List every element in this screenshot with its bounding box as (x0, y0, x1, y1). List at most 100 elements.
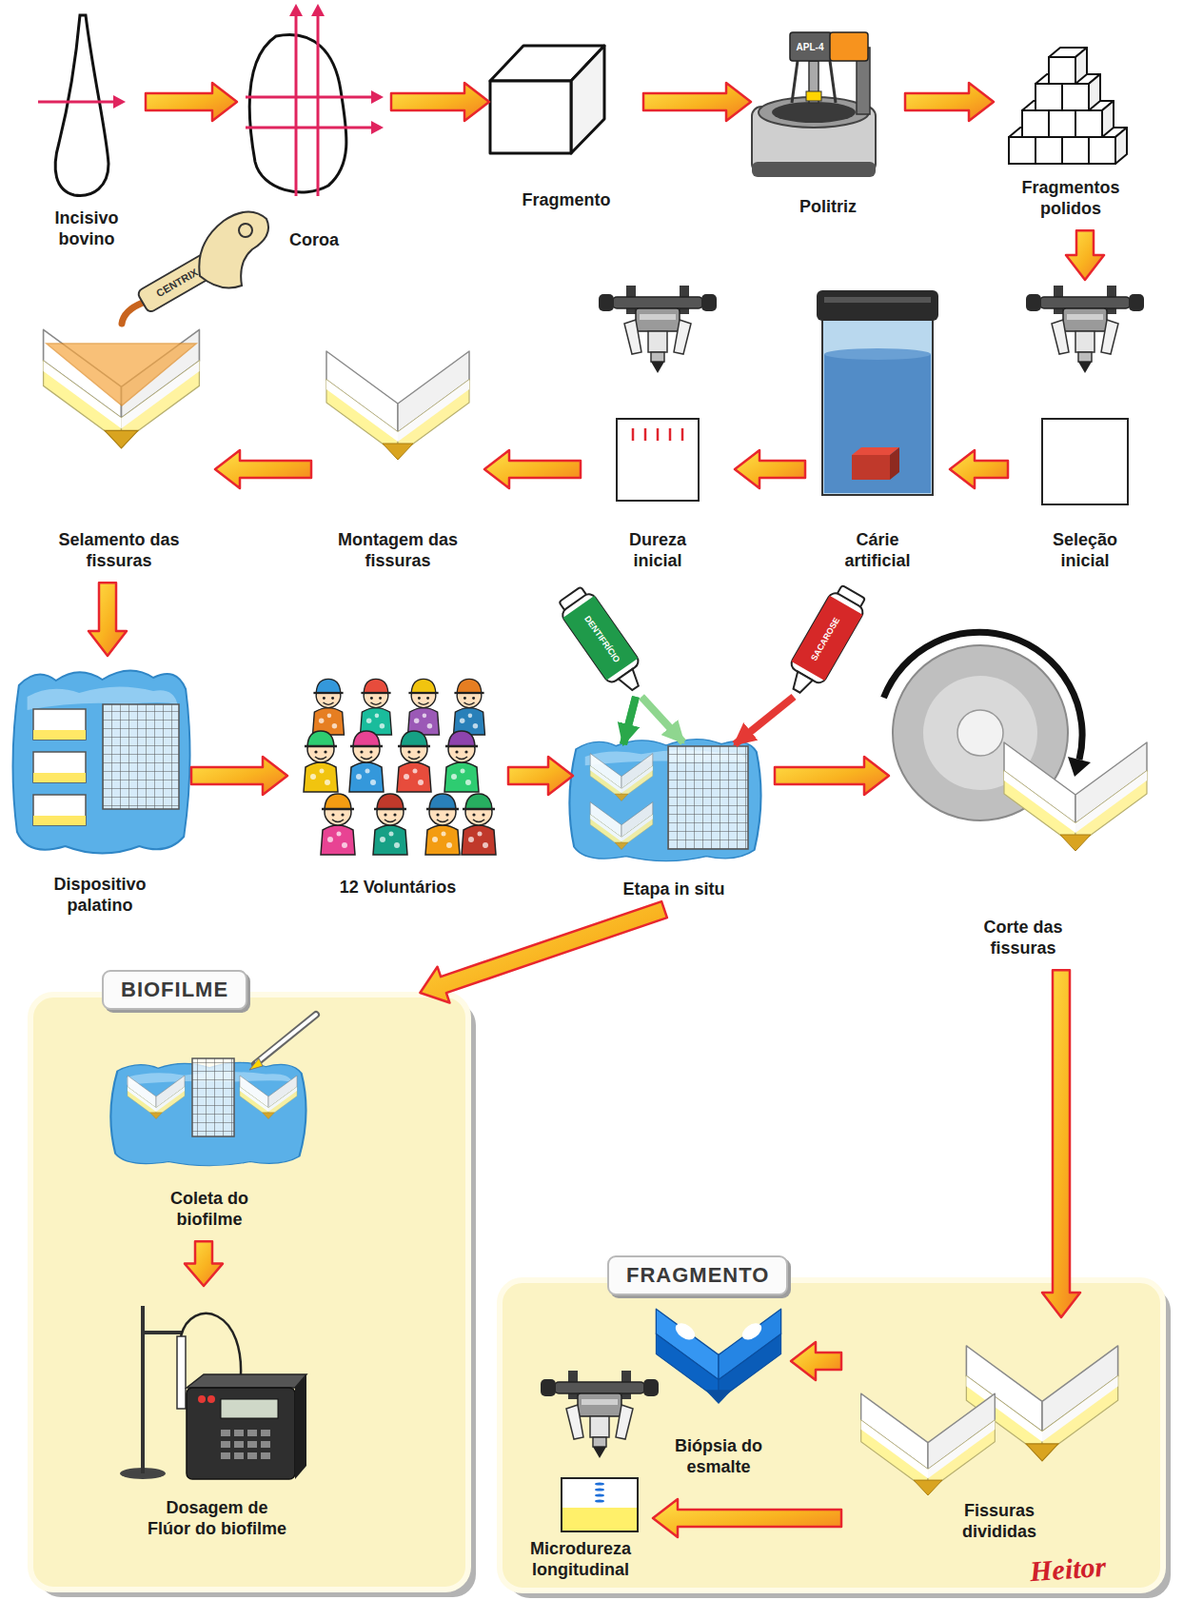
demineralizing-jar (889, 447, 900, 480)
fluoride-meter (220, 1429, 231, 1437)
in-situ-drawing (563, 595, 639, 680)
microscope-hardness (656, 428, 660, 441)
tooth-drawing (113, 95, 126, 109)
process-step: Corte das fissuras (894, 647, 1152, 965)
step-caption: Montagem das fissuras (324, 528, 472, 577)
fissure-sealing (43, 329, 200, 449)
in-situ-drawing (553, 582, 870, 862)
fluoride-meter (260, 1440, 271, 1448)
cutting-disc (884, 631, 1148, 851)
polisher-machine (806, 91, 822, 101)
microscope-longitudinal (540, 1370, 659, 1532)
in-situ-drawing (734, 696, 794, 745)
flow-arrow (145, 82, 237, 121)
microscope-hardness (681, 428, 685, 441)
step-caption: Seleção inicial (1033, 528, 1137, 577)
flow-arrow (790, 1341, 842, 1381)
flow-arrow (734, 450, 806, 489)
process-step: Fragmento (494, 38, 638, 217)
volunteers-crowd (373, 793, 408, 855)
polished-fragments (1008, 47, 1127, 164)
process-step: Dureza inicial (586, 285, 730, 577)
panel-ground (30, 994, 1171, 1598)
microscope-hardness (632, 428, 683, 441)
process-step: Microdureza longitudinal (513, 1370, 648, 1586)
fissure-sealing (46, 343, 197, 406)
process-step: Etapa in situ (578, 580, 770, 907)
divided-fissures (861, 1345, 1119, 1496)
step-caption: Dispositivo palatino (40, 872, 159, 922)
flow-arrow (1042, 969, 1081, 1318)
fluoride-meter (197, 1395, 206, 1403)
process-step: Cárie artificial (810, 285, 945, 577)
polished-fragments (1048, 47, 1087, 84)
demineralizing-jar (824, 354, 931, 494)
palatal-device (33, 794, 86, 826)
biofilm-collection (249, 1058, 263, 1070)
divided-fissures (861, 1393, 996, 1496)
group-panel: FRAGMENTOBiópsia do esmalteFissuras divi… (499, 1280, 1164, 1591)
fluoride-meter (247, 1429, 257, 1437)
flow-arrow (88, 582, 127, 656)
volunteers-crowd (408, 678, 440, 735)
volunteers-crowd (360, 678, 393, 735)
fluoride-meter (247, 1452, 257, 1460)
in-situ-drawing (641, 696, 684, 743)
flow-arrow (184, 1241, 223, 1286)
fluoride-meter (234, 1440, 244, 1448)
group-panel: BIOFILMEColeta do biofilmeDosagem de Flú… (30, 994, 469, 1590)
fissure-sealing (121, 302, 143, 324)
cutting-disc (884, 631, 1084, 760)
process-step: 12 Voluntários (293, 666, 503, 905)
microscope-hardness (644, 428, 648, 441)
demineralizing-jar (824, 296, 931, 303)
microscope-hardness (616, 418, 699, 501)
step-caption: Incisivo bovino (37, 206, 137, 256)
volunteers-crowd (461, 793, 496, 855)
microscope-hardness (669, 428, 672, 441)
fluoride-meter (260, 1429, 271, 1437)
demineralizing-jar (816, 290, 939, 495)
flow-arrow (643, 82, 751, 121)
model-label: APL-4 (796, 41, 825, 53)
step-caption: Dosagem de Flúor do biofilme (142, 1496, 292, 1545)
demineralizing-jar (824, 348, 931, 360)
fluoride-meter (260, 1452, 271, 1460)
process-step: Politriz (756, 23, 900, 224)
flow-arrow (949, 450, 1008, 489)
step-caption: Dureza inicial (606, 528, 710, 577)
panel-ground (30, 994, 469, 1590)
microscope-longitudinal (561, 1478, 638, 1532)
crown-drawing (249, 35, 347, 193)
fragment-block (571, 45, 605, 154)
process-step: Selamento das fissuras (28, 285, 210, 577)
palatal-device (33, 751, 86, 783)
volunteers-crowd (320, 793, 355, 855)
microscope-selection (1025, 285, 1144, 374)
signature: Heitor (1028, 1550, 1107, 1588)
step-caption: Biópsia do esmalte (664, 1434, 773, 1483)
flow-arrow (774, 756, 889, 795)
polisher-machine (829, 32, 868, 61)
crown-drawing (371, 90, 384, 104)
polisher-machine (789, 32, 832, 61)
crown-drawing (316, 15, 320, 197)
fluoride-meter (220, 1399, 278, 1419)
in-situ-drawing (788, 671, 813, 696)
flow-arrow (652, 1498, 842, 1538)
biofilm-collection (192, 1058, 235, 1137)
fluoride-meter (177, 1336, 186, 1409)
palatal-device (12, 670, 190, 853)
process-step: Fragmentos polidos (999, 42, 1143, 225)
polisher-machine (751, 161, 876, 178)
step-caption: Corte das fissuras (968, 915, 1078, 965)
crown-drawing (289, 3, 303, 17)
fissure-sealing (198, 211, 269, 288)
palatal-device (102, 704, 179, 809)
flow-arrow (391, 82, 490, 121)
step-caption: Politriz (797, 195, 859, 224)
palatal-device (33, 729, 86, 740)
microscope-longitudinal (562, 1507, 637, 1531)
biofilm-collection (239, 1075, 297, 1120)
